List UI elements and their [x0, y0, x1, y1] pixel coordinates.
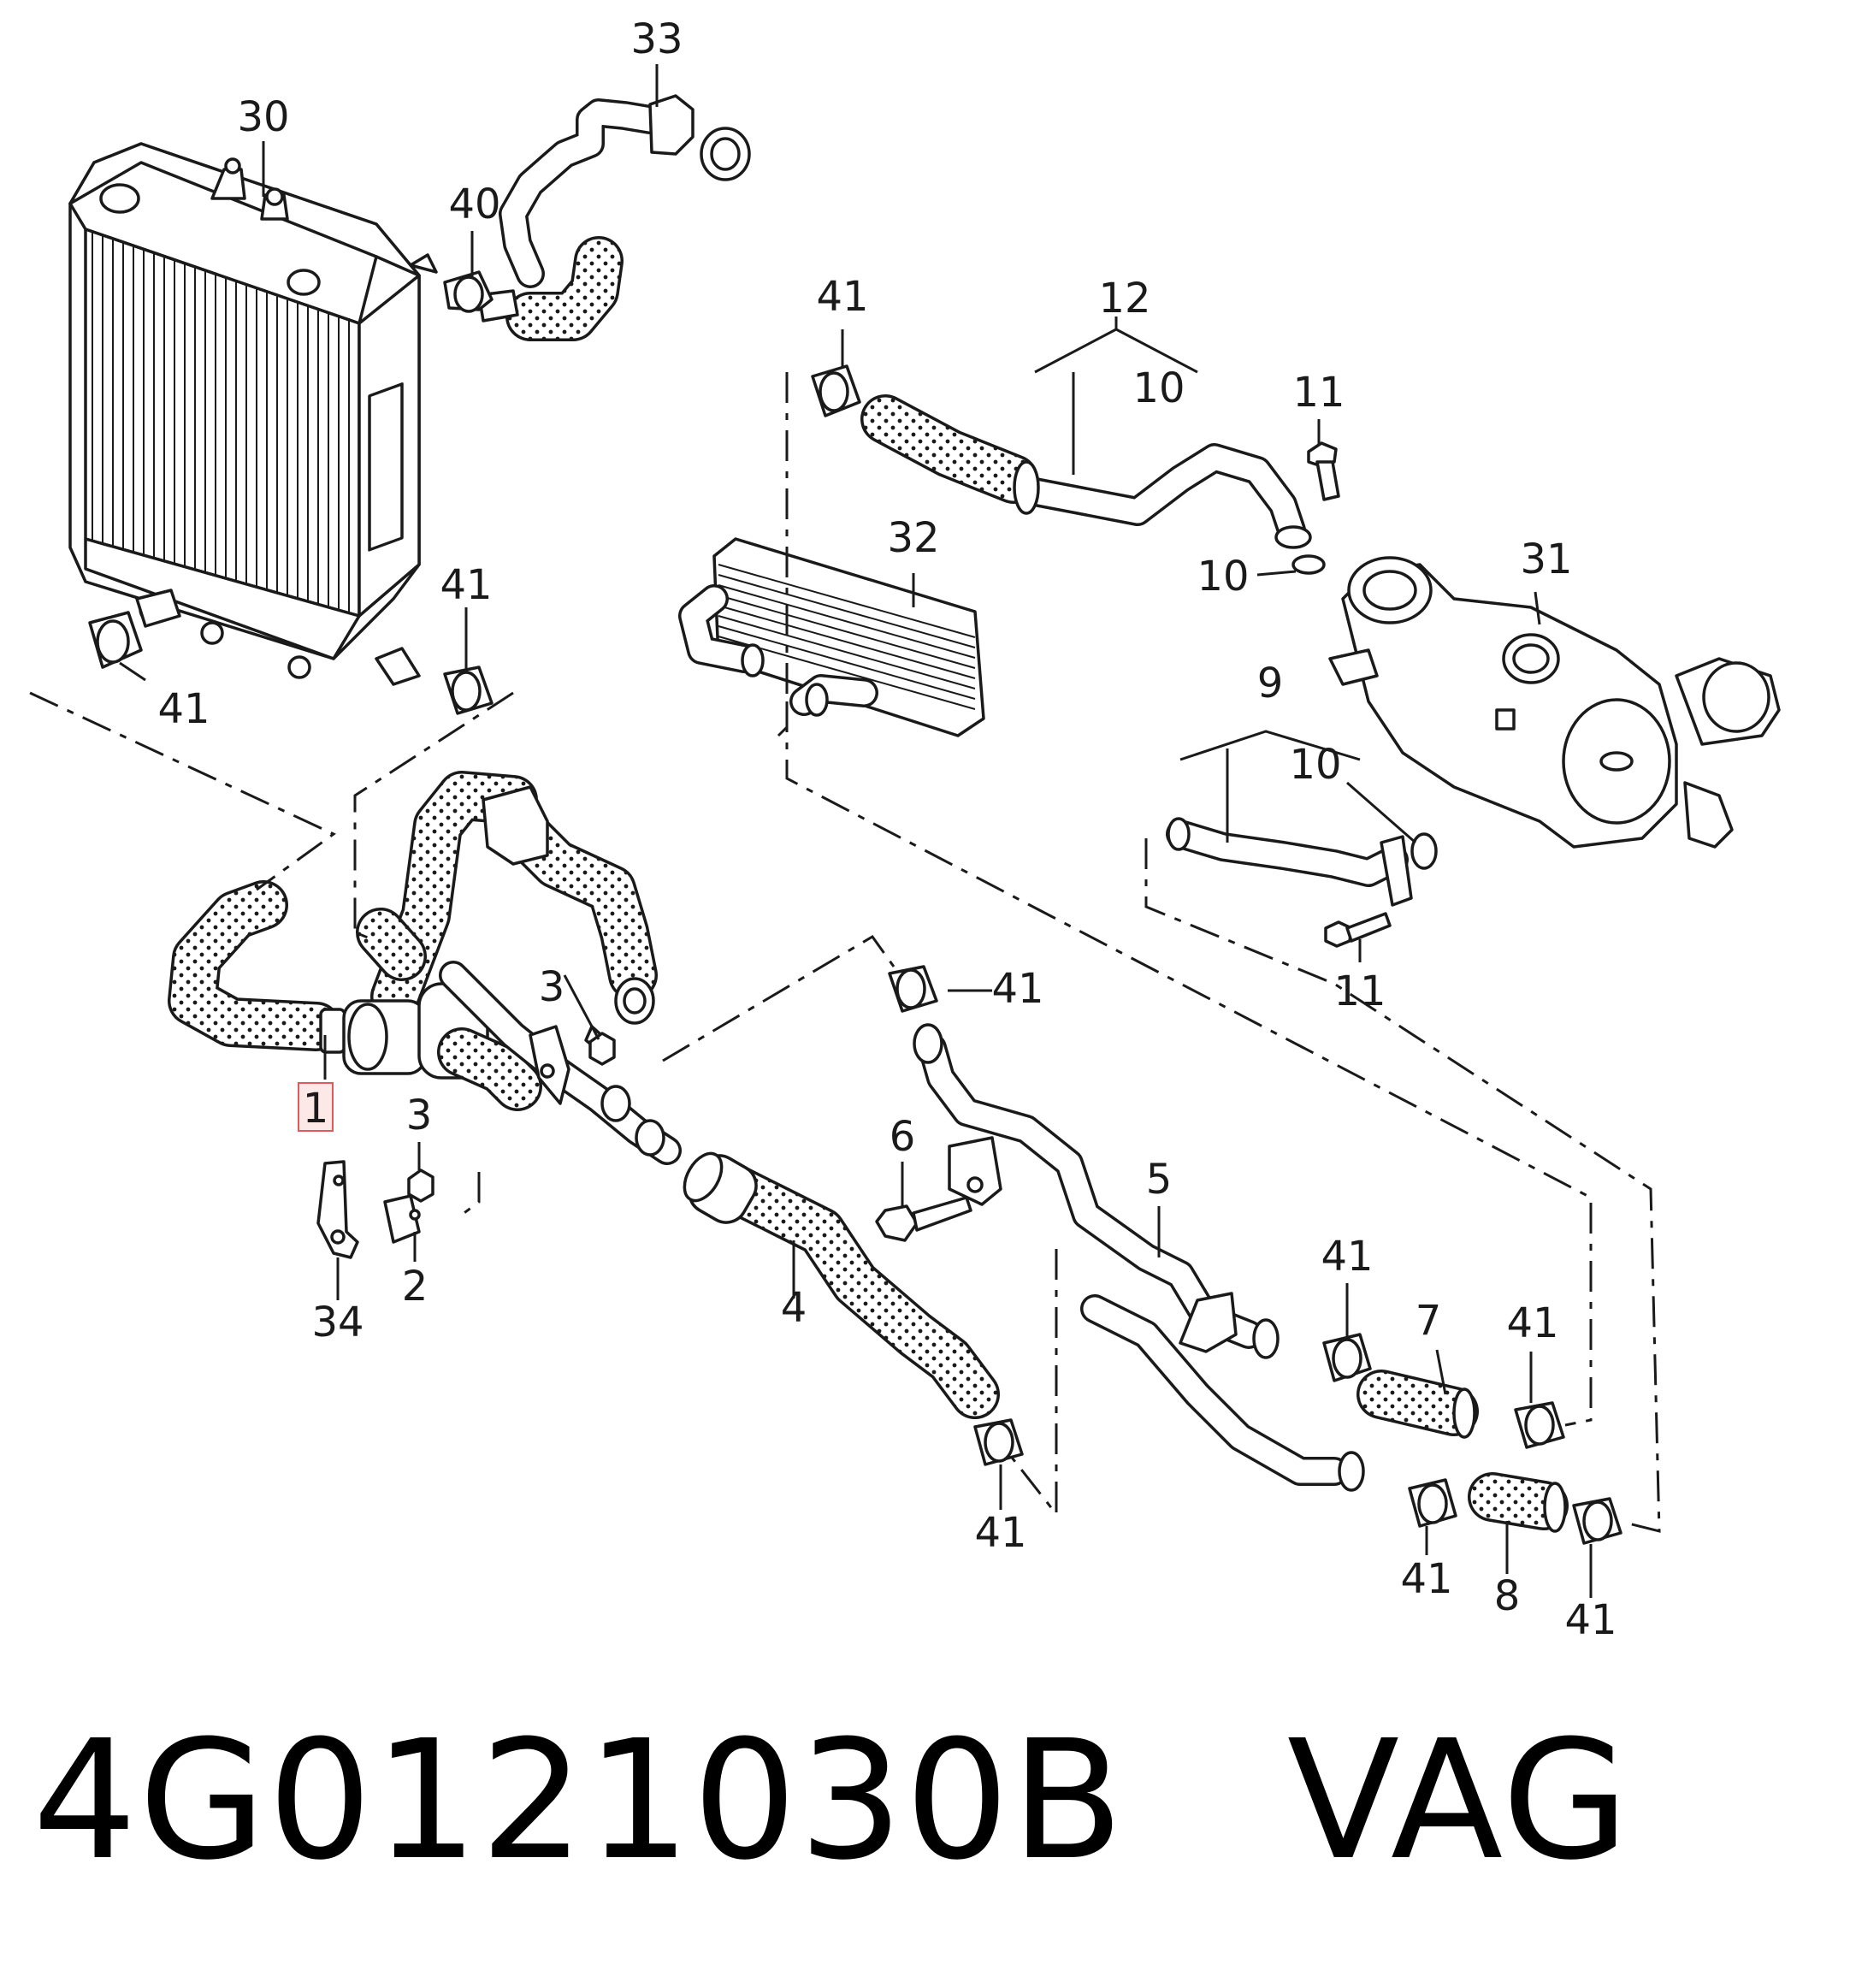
bracket-34: [316, 1160, 359, 1259]
radiator-fins: [92, 233, 350, 616]
part-number-title: 4G0121030B VAG: [33, 1706, 1631, 1896]
clip-41-f: [1514, 1401, 1565, 1449]
callout-5: 5: [1146, 1156, 1173, 1204]
callout-41-c: 41: [816, 273, 868, 321]
clip-41-g: [973, 1418, 1024, 1466]
connection-lines: [29, 372, 1661, 1533]
thermostat-housing-31: [1328, 556, 1781, 849]
nut-3-lower: [407, 1169, 434, 1203]
radiator: [68, 142, 438, 686]
callout-6: 6: [890, 1113, 916, 1161]
clip-41-a: [88, 611, 143, 669]
clip-41-d: [888, 965, 938, 1013]
callout-1: 1: [303, 1085, 329, 1133]
callout-40: 40: [448, 180, 500, 228]
callout-7: 7: [1416, 1297, 1442, 1345]
pipe-5: [913, 1023, 1365, 1492]
callout-2: 2: [402, 1263, 429, 1311]
callout-11-b: 11: [1333, 967, 1386, 1015]
hose-12: [860, 394, 1312, 549]
hose-4: [683, 1151, 1000, 1419]
callout-34: 34: [311, 1299, 363, 1346]
callout-4: 4: [781, 1284, 807, 1332]
callout-12: 12: [1098, 275, 1150, 322]
callout-11-a: 11: [1292, 369, 1345, 417]
callout-41-e: 41: [1321, 1233, 1373, 1281]
clip-41-b: [443, 666, 494, 715]
oil-cooler-32: [678, 537, 985, 737]
leader-lines: [119, 64, 1593, 1598]
nut-3-upper: [588, 1032, 616, 1066]
bolt-11-lower: [1324, 912, 1392, 948]
clip-41-c: [811, 364, 861, 417]
callout-8: 8: [1494, 1572, 1521, 1620]
bolt-6: [875, 1196, 972, 1242]
callout-41-i: 41: [1564, 1596, 1617, 1644]
callout-41-b: 41: [440, 561, 492, 609]
callout-3-a: 3: [539, 963, 565, 1011]
callout-10-a: 10: [1132, 364, 1185, 412]
clip-41-e: [1322, 1333, 1372, 1382]
o-ring-10-lower: [1410, 832, 1438, 870]
hose-7: [1356, 1370, 1479, 1439]
callout-33: 33: [630, 15, 683, 63]
pipe-9: [1166, 817, 1413, 907]
callout-41-a: 41: [157, 685, 210, 733]
bolt-11-upper: [1307, 441, 1340, 501]
callout-10-b: 10: [1197, 553, 1249, 601]
callout-10-c: 10: [1289, 741, 1341, 789]
clip-41-h: [1408, 1478, 1457, 1528]
hose-33: [477, 94, 751, 341]
bracket-2: [383, 1194, 421, 1244]
callout-30: 30: [237, 93, 289, 141]
callout-1-highlight: [298, 1082, 334, 1132]
callout-9: 9: [1257, 660, 1284, 707]
o-ring-10-upper: [1291, 554, 1326, 575]
callout-31: 31: [1520, 535, 1572, 583]
callouts: 33 30 40 41 12 10 11 32 10 31 41 41 9 10…: [157, 15, 1617, 1644]
callout-41-f: 41: [1506, 1299, 1558, 1347]
clip-41-i: [1572, 1497, 1622, 1545]
callout-32: 32: [887, 514, 939, 562]
hose-8: [1468, 1472, 1569, 1533]
callout-41-g: 41: [974, 1509, 1026, 1557]
hose-1-assembly: [168, 771, 682, 1165]
callout-41-h: 41: [1400, 1555, 1452, 1603]
clip-40: [443, 270, 494, 313]
callout-41-d: 41: [991, 965, 1043, 1013]
callout-3-b: 3: [406, 1092, 433, 1139]
